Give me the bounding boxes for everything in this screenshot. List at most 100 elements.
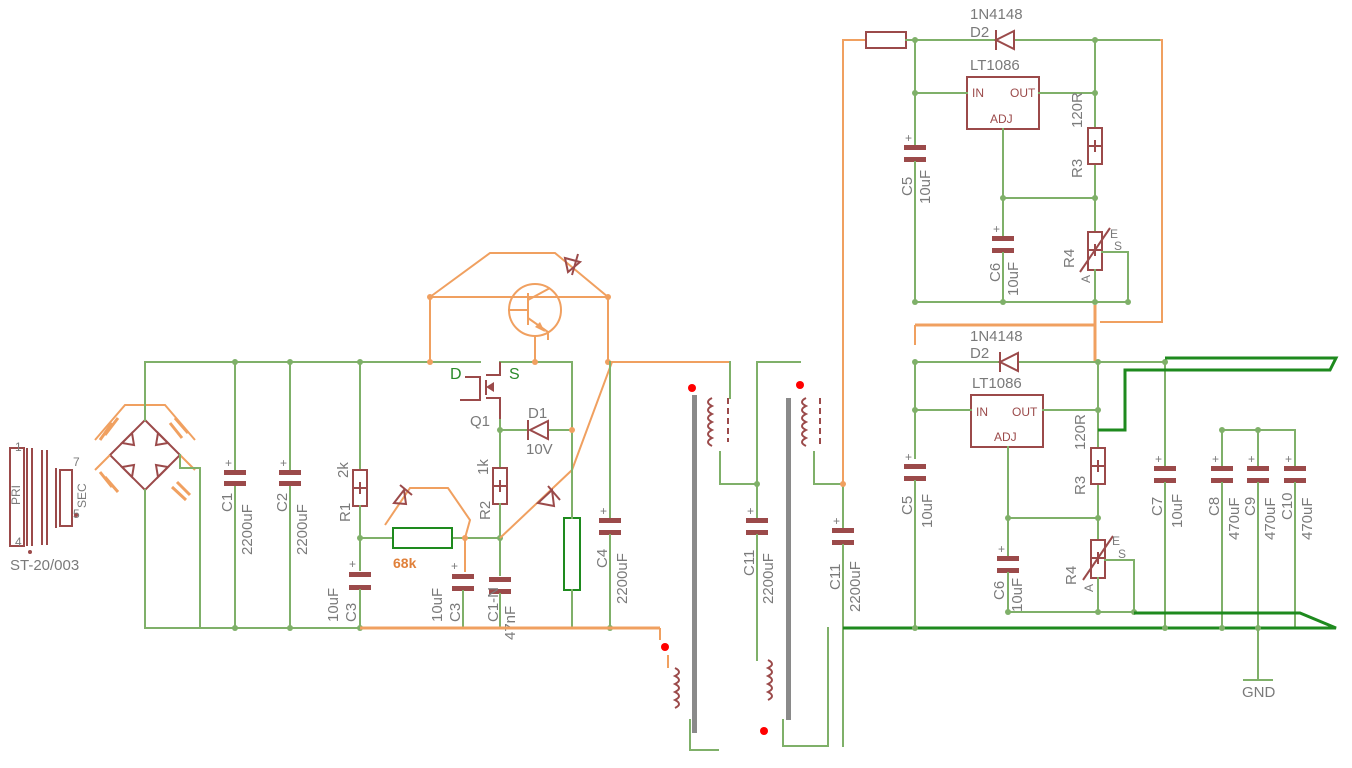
ground-symbol: GND	[1242, 627, 1276, 701]
bot-r4-a: A	[1082, 584, 1096, 592]
bot-r4-name: R4	[1063, 566, 1080, 585]
d1-name: D1	[528, 405, 547, 422]
svg-text:+: +	[1212, 452, 1219, 466]
svg-text:+: +	[1248, 452, 1255, 466]
c9-name: C9	[1242, 497, 1259, 516]
bot-d2-part: 1N4148	[970, 328, 1023, 345]
top-r4-e: E	[1110, 227, 1118, 241]
added-diode-mid	[535, 485, 561, 508]
c4-value: 2200uF	[614, 553, 631, 604]
bot-r3-value: 120R	[1072, 414, 1089, 450]
top-r4-name: R4	[1061, 249, 1078, 268]
svg-text:+: +	[905, 450, 912, 464]
capacitor-c7: + C7 10uF	[1149, 361, 1186, 629]
capacitor-c8: + C8 470uF	[1206, 429, 1243, 629]
top-d2-name: D2	[970, 24, 989, 41]
bot-c5-name: C5	[899, 496, 916, 515]
c10-name: C10	[1279, 492, 1296, 520]
capacitor-c3a: + 10uF C3	[325, 557, 371, 629]
r2-name: R2	[477, 501, 494, 520]
c3a-value: 10uF	[325, 588, 342, 622]
capacitor-c10: + C10 470uF	[1279, 429, 1316, 629]
svg-text:+: +	[1155, 452, 1162, 466]
bot-c5-value: 10uF	[919, 494, 936, 528]
top-c5-name: C5	[899, 177, 916, 196]
resistor-r1: R1 2k	[335, 361, 368, 571]
c4-name: C4	[594, 549, 611, 568]
top-ic-out: OUT	[1010, 86, 1036, 100]
svg-text:+: +	[280, 456, 287, 470]
c11b-name: C11	[827, 564, 844, 590]
c11b-value: 2200uF	[847, 561, 864, 612]
c7-name: C7	[1149, 497, 1166, 516]
c10-value: 470uF	[1299, 497, 1316, 540]
svg-text:+: +	[833, 514, 840, 528]
transformer-sec-label: SEC	[75, 483, 89, 508]
zener-r1	[392, 484, 413, 506]
svg-text:+: +	[747, 504, 754, 518]
input-transformer: 1 4 7 5 PRI SEC ST-20/003	[9, 440, 89, 574]
c8-value: 470uF	[1226, 497, 1243, 540]
top-c5-value: 10uF	[917, 170, 934, 204]
top-r4-a: A	[1079, 275, 1093, 283]
capacitor-c3b: + 10uF C3	[429, 559, 474, 629]
capacitor-c1n: C1-N 47nF	[485, 577, 519, 640]
transformer-pin4-label: 4	[15, 535, 22, 549]
top-ic-in: IN	[972, 86, 984, 100]
top-d2-part: 1N4148	[970, 6, 1023, 23]
q1-drain-label: D	[450, 366, 462, 383]
top-r3-name: R3	[1069, 159, 1086, 178]
top-ic-adj: ADJ	[990, 112, 1013, 126]
bottom-regulator: 1N4148 D2 LT1086 IN OUT ADJ R3 120R + C5…	[899, 328, 1166, 629]
capacitor-c11b: + C11 2200uF	[827, 361, 864, 629]
c9-value: 470uF	[1262, 497, 1279, 540]
transformer-pin7-label: 7	[73, 455, 80, 469]
c3b-name: C3	[447, 603, 464, 622]
coupled-inductor-a	[659, 361, 758, 751]
transformer-name-label: ST-20/003	[10, 557, 79, 574]
coupled-inductor-b	[756, 381, 844, 747]
svg-text:+: +	[1285, 452, 1292, 466]
capacitor-c9: + C9 470uF	[1242, 429, 1279, 629]
c3a-name: C3	[343, 603, 360, 622]
q1-source-label: S	[509, 366, 520, 383]
svg-text:+: +	[225, 456, 232, 470]
zener-d1: D1 10V	[499, 405, 573, 458]
c1n-name: C1-N	[485, 587, 502, 622]
bot-ic-adj: ADJ	[994, 430, 1017, 444]
r1-value: 2k	[335, 462, 352, 478]
c1n-value: 47nF	[502, 606, 519, 640]
capacitor-c4: + C4 2200uF	[594, 361, 631, 629]
d1-value: 10V	[526, 441, 553, 458]
c11a-name: C11	[741, 550, 758, 576]
svg-text:+: +	[993, 222, 1000, 236]
top-r4-s: S	[1114, 239, 1122, 253]
transformer-pin5-label: 5	[73, 507, 80, 521]
bot-d2-name: D2	[970, 345, 989, 362]
c11a-value: 2200uF	[760, 553, 777, 604]
bot-ic-name: LT1086	[972, 375, 1022, 392]
bot-r4-e: E	[1112, 534, 1120, 548]
added-diode-top	[563, 253, 583, 276]
top-ic-name: LT1086	[970, 57, 1020, 74]
c1-value: 2200uF	[239, 504, 256, 555]
c2-name: C2	[274, 493, 291, 512]
svg-text:+: +	[905, 131, 912, 145]
c2-value: 2200uF	[294, 504, 311, 555]
capacitor-c11a: + C11 2200uF	[741, 361, 777, 629]
c8-name: C8	[1206, 497, 1223, 516]
transformer-pin1-label: 1	[15, 440, 22, 454]
bot-r4-s: S	[1118, 547, 1126, 561]
capacitor-c2: + C2 2200uF	[274, 361, 311, 629]
svg-text:+: +	[998, 542, 1005, 556]
top-c6-value: 10uF	[1005, 262, 1022, 296]
top-c6-name: C6	[987, 263, 1004, 282]
svg-text:+: +	[600, 504, 607, 518]
resistor-r2: R2 1k	[475, 459, 508, 576]
bot-ic-out: OUT	[1012, 405, 1038, 419]
r2-value: 1k	[475, 459, 492, 475]
svg-text:+: +	[451, 559, 458, 573]
gnd-label: GND	[1242, 684, 1276, 701]
r1-name: R1	[337, 503, 354, 522]
